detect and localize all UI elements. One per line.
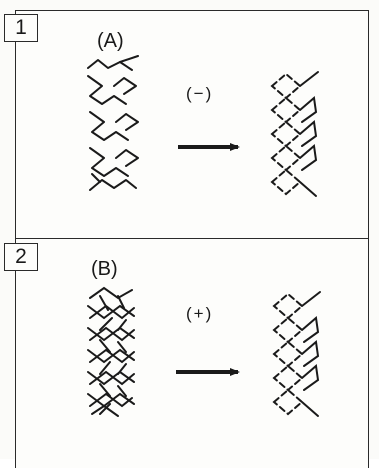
strand-b-crosslinked [87,286,135,417]
panel-2-number: 2 [4,243,38,271]
panel-1-sign: (−) [186,84,214,103]
panel-2 [15,238,369,468]
lattice-1-result [270,71,319,197]
lattice-2-result [272,291,321,417]
panel-2-label: (B) [91,258,118,280]
panel-1-number: 1 [4,14,38,42]
panel-2-sign: (+) [186,304,214,323]
strand-a-open [87,55,139,191]
panel-1-label: (A) [97,30,124,52]
